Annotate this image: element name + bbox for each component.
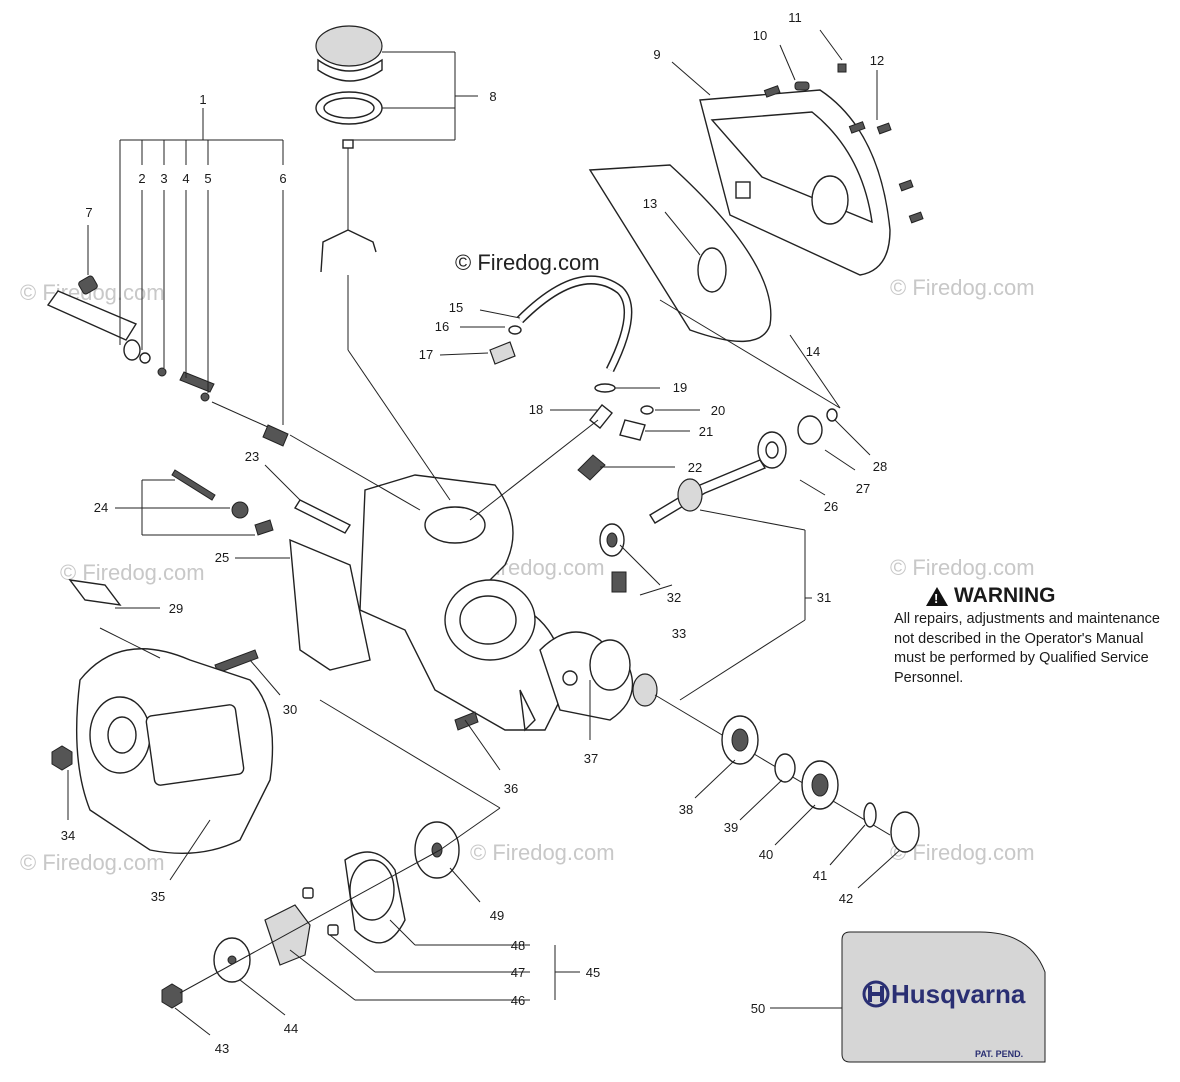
leader-lines [67, 29, 901, 1036]
callout-34: 34 [61, 828, 75, 843]
callout-31: 31 [817, 590, 831, 605]
callout-30: 30 [283, 702, 297, 717]
decal-patent: PAT. PEND. [975, 1049, 1023, 1059]
callout-7: 7 [85, 205, 92, 220]
callout-26: 26 [824, 499, 838, 514]
husqvarna-decal: Husqvarna PAT. PEND. [841, 931, 1046, 1063]
callout-21: 21 [699, 424, 713, 439]
decal-brand: Husqvarna [891, 979, 1026, 1009]
part-gears-bearings [599, 408, 920, 853]
callout-46: 46 [511, 993, 525, 1008]
watermark-text: © Firedog.com [60, 560, 205, 585]
callout-labels: 1 2 3 4 5 6 7 8 9 10 11 12 13 14 15 16 1… [61, 10, 887, 1056]
part-cover [588, 63, 924, 342]
callout-43: 43 [215, 1041, 229, 1056]
callout-13: 13 [643, 196, 657, 211]
callout-27: 27 [856, 481, 870, 496]
warning-text: All repairs, adjustments and maintenance… [894, 611, 1160, 686]
callout-4: 4 [182, 171, 189, 186]
callout-2: 2 [138, 171, 145, 186]
callout-47: 47 [511, 965, 525, 980]
warning-title: WARNING [954, 584, 1056, 607]
callout-37: 37 [584, 751, 598, 766]
callout-1: 1 [199, 92, 206, 107]
callout-28: 28 [873, 459, 887, 474]
callout-25: 25 [215, 550, 229, 565]
callout-29: 29 [169, 601, 183, 616]
callout-19: 19 [673, 380, 687, 395]
callout-49: 49 [490, 908, 504, 923]
watermark-text: © Firedog.com [890, 555, 1035, 580]
warning-box: WARNING All repairs, adjustments and mai… [894, 584, 1164, 688]
callout-12: 12 [870, 53, 884, 68]
callout-36: 36 [504, 781, 518, 796]
part-belt-guard [51, 579, 274, 854]
part-fuel-cap [315, 25, 383, 273]
callout-32: 32 [667, 590, 681, 605]
callout-3: 3 [160, 171, 167, 186]
callout-40: 40 [759, 847, 773, 862]
callout-10: 10 [753, 28, 767, 43]
callout-38: 38 [679, 802, 693, 817]
callout-20: 20 [711, 403, 725, 418]
watermark-text: © Firedog.com [20, 850, 165, 875]
callout-44: 44 [284, 1021, 298, 1036]
husqvarna-logo-icon [862, 980, 890, 1008]
warning-icon [926, 586, 948, 606]
callout-39: 39 [724, 820, 738, 835]
part-housing [171, 469, 634, 732]
callout-41: 41 [813, 868, 827, 883]
callout-42: 42 [839, 891, 853, 906]
callout-33: 33 [672, 626, 686, 641]
callout-48: 48 [511, 938, 525, 953]
copyright-text: © Firedog.com [455, 250, 600, 275]
callout-11: 11 [788, 10, 802, 25]
callout-16: 16 [435, 319, 449, 334]
callout-22: 22 [688, 460, 702, 475]
watermarks: © Firedog.com © Firedog.com © Firedog.co… [20, 275, 1035, 875]
callout-17: 17 [419, 347, 433, 362]
callout-50: 50 [751, 1001, 765, 1016]
callout-35: 35 [151, 889, 165, 904]
callout-9: 9 [653, 47, 660, 62]
part-fuel-line [489, 275, 654, 481]
callout-6: 6 [279, 171, 286, 186]
callout-15: 15 [449, 300, 463, 315]
watermark-text: © Firedog.com [470, 840, 615, 865]
callout-14: 14 [806, 344, 820, 359]
callout-23: 23 [245, 449, 259, 464]
callout-18: 18 [529, 402, 543, 417]
callout-45: 45 [586, 965, 600, 980]
callout-24: 24 [94, 500, 108, 515]
callout-8: 8 [489, 89, 496, 104]
callout-5: 5 [204, 171, 211, 186]
part-shaft-assembly [46, 275, 289, 447]
watermark-text: © Firedog.com [890, 275, 1035, 300]
warning-heading: WARNING [926, 584, 1164, 608]
